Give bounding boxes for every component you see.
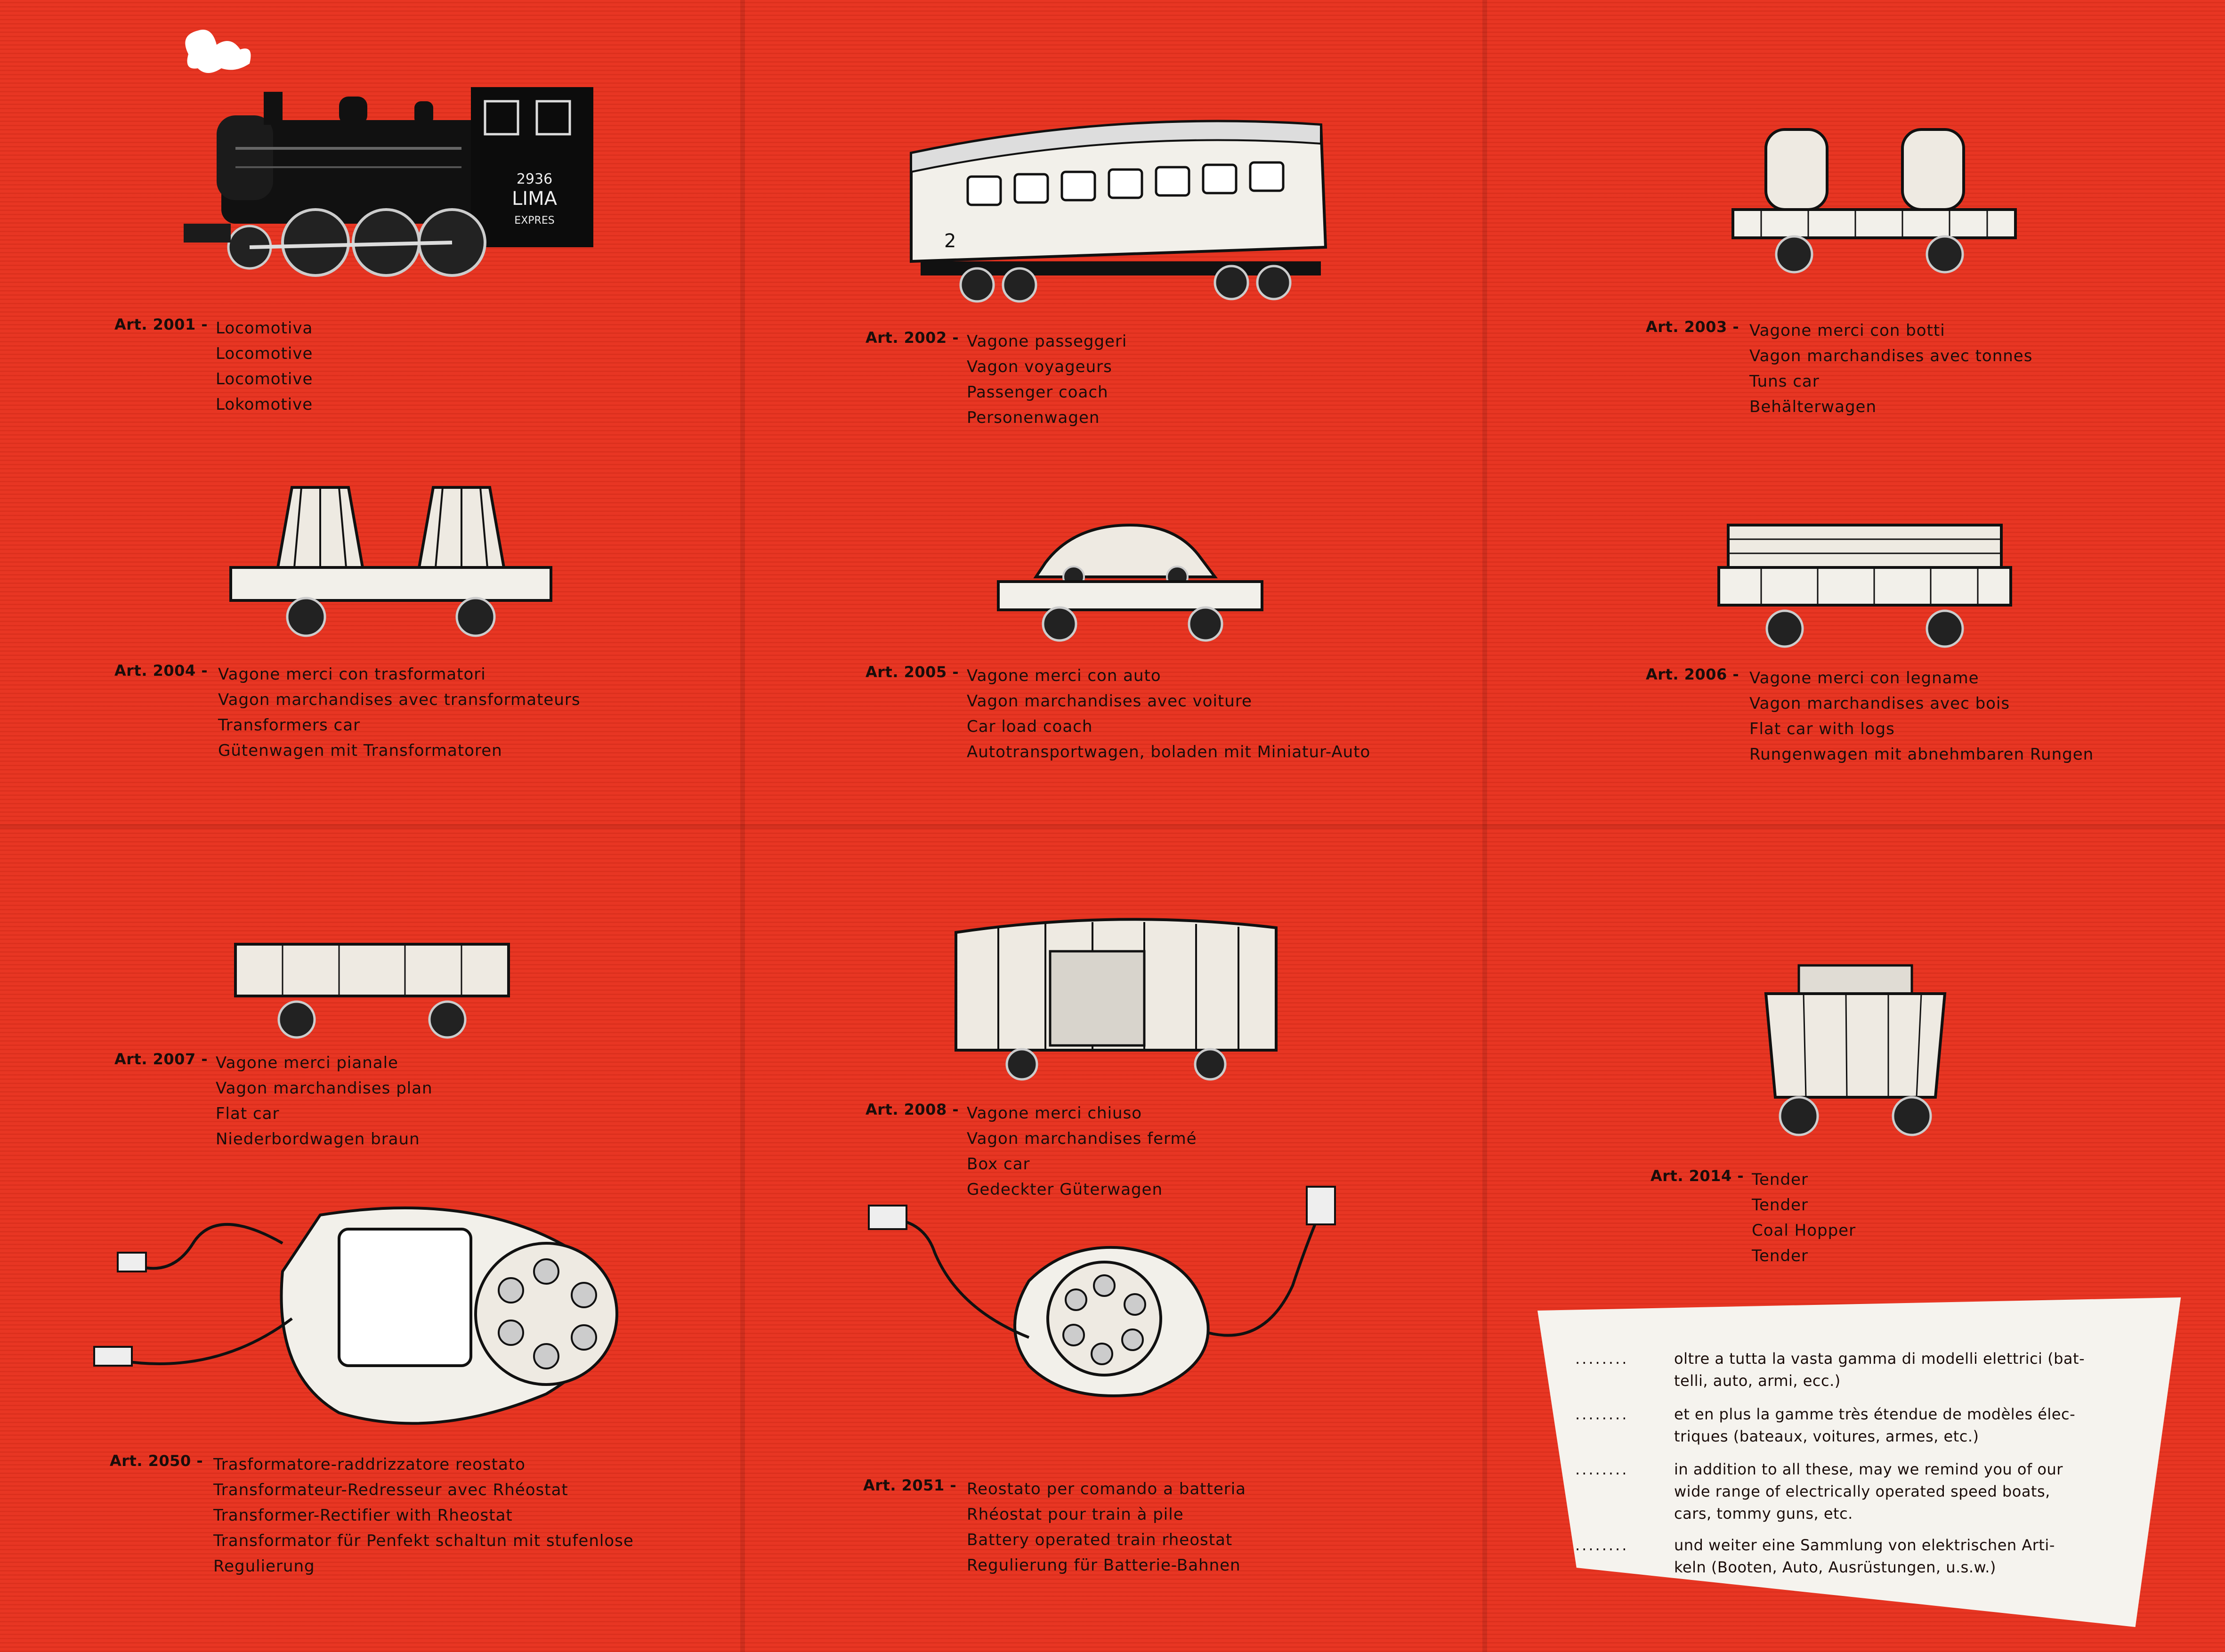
loco-number: 2936: [517, 171, 552, 187]
article-line: Transformator für Penfekt schaltun mit s…: [213, 1531, 634, 1550]
article-line: Locomotive: [216, 370, 313, 389]
article-line: Passenger coach: [967, 383, 1108, 402]
article-line: Vagone merci pianale: [216, 1053, 398, 1072]
article-line: Rhéostat pour train à pile: [967, 1505, 1184, 1524]
note-leader: ........: [1575, 1350, 1629, 1368]
article-line: Niederbordwagen braun: [216, 1130, 420, 1149]
tender-illustration: [1723, 961, 1987, 1144]
article-line: Transformer-Rectifier with Rheostat: [213, 1506, 513, 1525]
article-line: Rungenwagen mit abnehmbaren Rungen: [1749, 745, 2094, 764]
article-code: Art. 2002 -: [866, 329, 959, 347]
article-code: Art. 2003 -: [1646, 318, 1740, 336]
note-line: et en plus la gamme très étendue de modè…: [1674, 1405, 2076, 1423]
article-line: Vagon marchandises fermé: [967, 1129, 1197, 1148]
article-code: Art. 2007 -: [114, 1050, 208, 1068]
article-line: Vagone passeggeri: [967, 332, 1127, 351]
logs-car-illustration: [1700, 516, 2030, 657]
car-load-coach-illustration: [979, 506, 1281, 648]
transformer-rectifier-illustration: [75, 1177, 688, 1446]
article-line: Trasformatore-raddrizzatore reostato: [213, 1455, 526, 1474]
note-line: keln (Booten, Auto, Ausrüstungen, u.s.w.…: [1674, 1558, 1996, 1576]
article-line: Transformers car: [218, 716, 361, 735]
box-car-illustration: [947, 909, 1286, 1083]
article-code: Art. 2051 -: [863, 1476, 957, 1494]
article-line: Locomotiva: [216, 319, 313, 338]
article-line: Regulierung: [213, 1557, 315, 1576]
article-line: Regulierung für Batterie-Bahnen: [967, 1556, 1241, 1575]
article-line: Box car: [967, 1155, 1030, 1174]
article-line: Vagone merci chiuso: [967, 1104, 1142, 1123]
tuns-car-illustration: [1714, 120, 2034, 280]
locomotive-illustration: 2936 LIMA EXPRES: [160, 26, 593, 280]
article-line: Transformateur-Redresseur avec Rhéostat: [213, 1481, 568, 1499]
article-line: Lokomotive: [216, 395, 313, 414]
article-code: Art. 2005 -: [866, 663, 959, 681]
notes-card: [1537, 1297, 2181, 1627]
article-line: Vagone merci con trasformatori: [218, 665, 486, 684]
fold-line: [0, 824, 2225, 829]
article-line: Vagone merci con legname: [1749, 669, 1979, 688]
fold-line: [740, 0, 745, 1652]
article-line: Gütenwagen mit Transformatoren: [218, 741, 502, 760]
article-line: Vagone merci con botti: [1749, 321, 1945, 340]
article-line: Vagon marchandises plan: [216, 1079, 433, 1098]
article-line: Vagon voyageurs: [967, 357, 1112, 376]
article-line: Vagon marchandises avec tonnes: [1749, 347, 2033, 365]
note-leader: ........: [1575, 1405, 1629, 1423]
note-line: wide range of electrically operated spee…: [1674, 1482, 2050, 1500]
flat-car-illustration: [207, 935, 537, 1043]
coach-class: 2: [944, 230, 956, 252]
note-line: oltre a tutta la vasta gamma di modelli …: [1674, 1350, 2085, 1368]
note-line: telli, auto, armi, ecc.): [1674, 1372, 1841, 1390]
article-line: Battery operated train rheostat: [967, 1531, 1233, 1549]
article-code: Art. 2004 -: [114, 662, 208, 680]
transformers-car-illustration: [212, 459, 570, 643]
article-line: Tender: [1752, 1196, 1808, 1215]
article-line: Gedeckter Güterwagen: [967, 1180, 1163, 1199]
article-line: Reostato per comando a batteria: [967, 1480, 1246, 1498]
article-code: Art. 2050 -: [110, 1452, 203, 1470]
note-line: und weiter eine Sammlung von elektrische…: [1674, 1536, 2055, 1554]
article-code: Art. 2014 -: [1651, 1167, 1744, 1185]
article-line: Locomotive: [216, 344, 313, 363]
article-line: Flat car: [216, 1104, 280, 1123]
article-line: Car load coach: [967, 717, 1093, 736]
passenger-coach-illustration: 2: [892, 106, 1340, 308]
article-line: Vagon marchandises avec transformateurs: [218, 690, 581, 709]
loco-brand: LIMA: [512, 188, 558, 210]
article-code: Art. 2008 -: [866, 1101, 959, 1118]
article-line: Tender: [1752, 1170, 1808, 1189]
note-line: cars, tommy guns, etc.: [1674, 1505, 1853, 1522]
loco-name: EXPRES: [514, 215, 554, 227]
note-leader: ........: [1575, 1460, 1629, 1478]
fold-line: [1482, 0, 1487, 1652]
article-code: Art. 2001 -: [114, 316, 208, 333]
article-line: Vagon marchandises avec voiture: [967, 692, 1252, 711]
article-line: Vagon marchandises avec bois: [1749, 694, 2010, 713]
battery-rheostat-illustration: [841, 1168, 1373, 1446]
note-line: triques (bateaux, voitures, armes, etc.): [1674, 1427, 1979, 1445]
article-line: Behälterwagen: [1749, 397, 1877, 416]
article-line: Tuns car: [1749, 372, 1820, 391]
article-line: Coal Hopper: [1752, 1221, 1856, 1240]
article-line: Autotransportwagen, boladen mit Miniatur…: [967, 743, 1371, 761]
article-line: Vagone merci con auto: [967, 666, 1161, 685]
article-line: Personenwagen: [967, 408, 1100, 427]
article-line: Tender: [1752, 1247, 1808, 1265]
note-line: in addition to all these, may we remind …: [1674, 1460, 2063, 1478]
article-code: Art. 2006 -: [1646, 665, 1740, 683]
article-line: Flat car with logs: [1749, 720, 1895, 738]
note-leader: ........: [1575, 1536, 1629, 1554]
